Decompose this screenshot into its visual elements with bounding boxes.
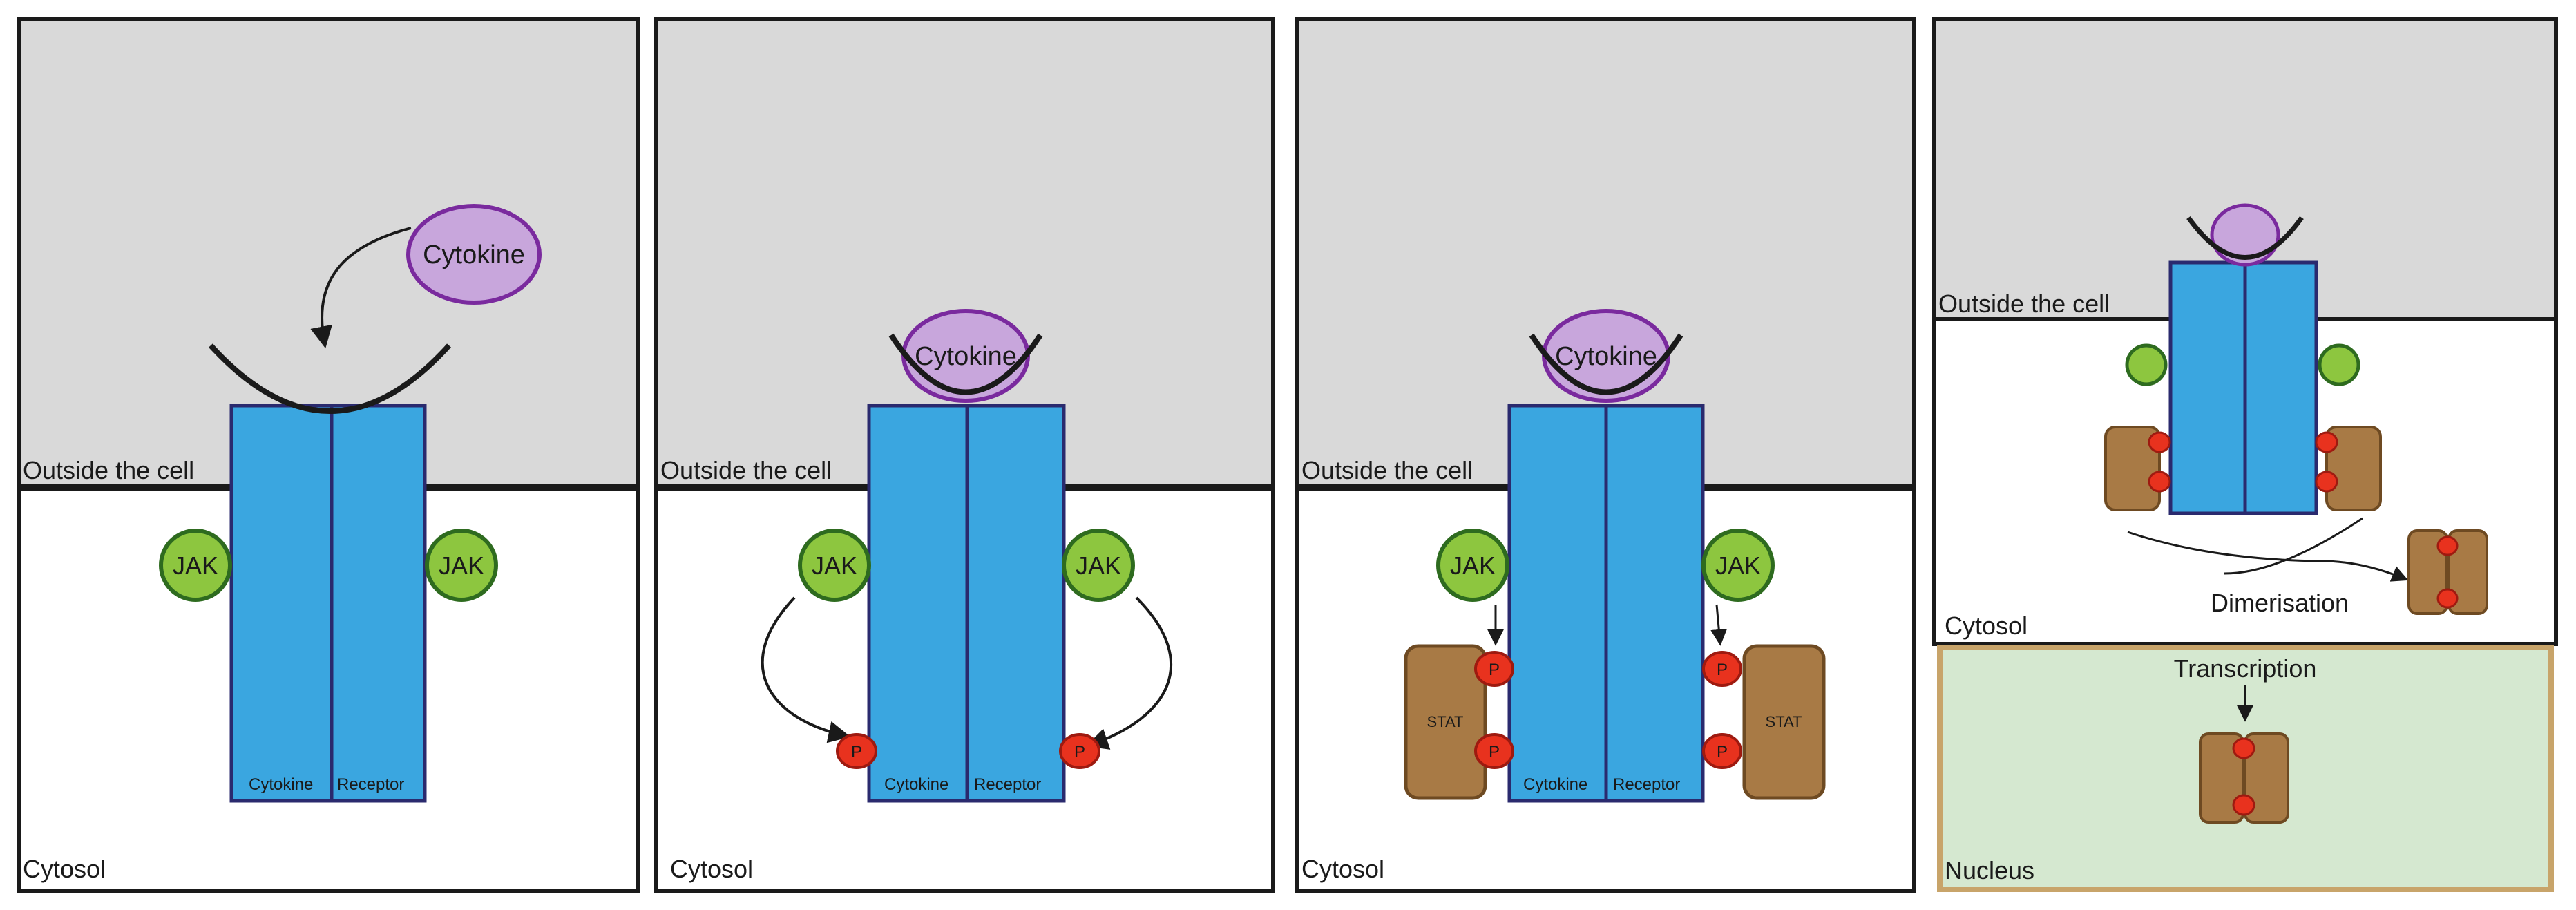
panel-1-outside-label: Outside the cell (23, 456, 194, 484)
panel-4-dimer-nucleus-p1 (2232, 737, 2255, 759)
panel-4-outside-label: Outside the cell (1938, 290, 2110, 318)
panel-3-phospho-left-top-label: P (1489, 661, 1500, 679)
panel-4-dimerisation-label: Dimerisation (2211, 589, 2349, 617)
panel-1-jak-left (159, 529, 232, 602)
panel-2-jak-left (798, 529, 871, 602)
panel-4-dimer-cytosol-left (2407, 529, 2448, 615)
panel-4-phospho-r2 (2315, 471, 2338, 493)
panel-4-cytokine (2210, 203, 2280, 267)
panel-3-stat-left-label: STAT (1427, 713, 1464, 730)
panel-2: Outside the cell Cytosol Cytokine Recept… (654, 17, 1275, 893)
panel-3-phospho-right-bottom (1702, 733, 1742, 769)
panel-2-frame (654, 17, 1275, 893)
panel-2-cytosol-label: Cytosol (670, 855, 753, 883)
panel-4-dimer-cytosol-p2 (2436, 588, 2459, 609)
panel-4-upper-frame (1932, 17, 2558, 646)
panel-1-jak-right (425, 529, 498, 602)
panel-1-binding-arrow (310, 227, 412, 349)
panel-3-receptor-label-right: Receptor (1613, 775, 1680, 794)
panel-2-jak-right (1062, 529, 1135, 602)
panel-4-dimerisation-curve-right (2224, 517, 2363, 575)
panel-3-phospho-left-bottom (1474, 733, 1514, 769)
panel-1-binding-site (209, 343, 451, 414)
panel-2-cytokine-label: Cytokine (915, 342, 1017, 371)
panel-2-phospho-left-label: P (851, 743, 862, 761)
panel-4-phospho-l2 (2148, 471, 2171, 493)
panel-4-stat-right (2325, 426, 2382, 511)
panel-3-receptor-label-left: Cytokine (1523, 775, 1587, 794)
panel-4-stat-left (2104, 426, 2161, 511)
panel-1-receptor-left (229, 404, 334, 803)
panel-2-phospho-right (1059, 733, 1100, 769)
panel-2-receptor-left (867, 404, 969, 803)
panel-2-binding-site (888, 333, 1043, 395)
panel-4-dimer-nucleus-p2 (2232, 794, 2255, 816)
panel-2-outside-label: Outside the cell (660, 456, 832, 484)
panel-3-receptor-right (1604, 404, 1705, 803)
panel-3-binding-site (1529, 333, 1683, 395)
panel-4-dimer-cytosol-p1 (2436, 535, 2459, 556)
panel-1-receptor-label-left: Cytokine (249, 775, 313, 794)
panel-4-phospho-l1 (2148, 431, 2171, 453)
panel-3-jak-right (1701, 529, 1775, 602)
panel-2-jak-left-label: JAK (812, 551, 857, 580)
panel-4-jak-left (2125, 343, 2168, 386)
panel-2-phosphorylation-arrow-left (761, 596, 851, 743)
panel-2-jak-right-label: JAK (1076, 551, 1121, 580)
panel-4-nucleus-label: Nucleus (1945, 856, 2034, 884)
panel-1-frame (17, 17, 640, 893)
panel-3-stat-right (1742, 644, 1826, 800)
panel-4-phospho-r1 (2315, 431, 2338, 453)
panel-2-receptor-label-left: Cytokine (884, 775, 948, 794)
panel-1-cytosol-label: Cytosol (23, 855, 106, 883)
panel-4-dimer-cytosol-right (2448, 529, 2488, 615)
panel-3-frame (1295, 17, 1916, 893)
panel-1-receptor-right (330, 404, 427, 803)
panel-2-receptor-label-right: Receptor (974, 775, 1041, 794)
panel-1-jak-left-label: JAK (173, 551, 218, 580)
panel-1-cytokine-label: Cytokine (423, 240, 525, 269)
panel-1-receptor-label-right: Receptor (337, 775, 404, 794)
panel-2-receptor-right (965, 404, 1066, 803)
panel-4-cytosol-label: Cytosol (1945, 612, 2028, 640)
panel-3-receptor-left (1507, 404, 1608, 803)
panel-1-cytokine (406, 204, 542, 305)
panel-4-dimerisation-curve-left (2127, 531, 2409, 582)
panel-4-receptor-left (2168, 260, 2247, 515)
panel-4-dimer-nucleus-right (2244, 732, 2289, 824)
panel-3: Outside the cell Cytosol Cytokine Recept… (1295, 17, 1916, 893)
panel-3-phospho-left-bottom-label: P (1489, 743, 1500, 761)
panel-2-phospho-left (836, 733, 877, 769)
panel-3-cytosol-label: Cytosol (1301, 855, 1384, 883)
panel-3-phospho-left-top (1474, 651, 1514, 687)
panel-3-cytokine-label: Cytokine (1555, 342, 1657, 371)
panel-2-phosphorylation-arrow-right (1085, 596, 1173, 750)
panel-2-phospho-right-label: P (1074, 743, 1085, 761)
panel-4: Outside the cell Cytosol Nucleus Dimeris… (1932, 17, 2558, 892)
panel-3-stat-left (1404, 644, 1487, 800)
panel-3-jak-left-label: JAK (1450, 551, 1496, 580)
panel-3-stat-right-label: STAT (1766, 713, 1802, 730)
panel-4-transcription-label: Transcription (2174, 654, 2317, 683)
panel-4-receptor-right (2243, 260, 2318, 515)
panel-1-jak-right-label: JAK (439, 551, 484, 580)
panel-4-dimer-nucleus-left (2199, 732, 2244, 824)
panel-3-phospho-right-bottom-label: P (1717, 743, 1728, 761)
panel-3-outside-label: Outside the cell (1301, 456, 1473, 484)
panel-1: Outside the cell Cytosol Cytokine Recept… (17, 17, 640, 893)
panel-3-phospho-right-top (1702, 651, 1742, 687)
panel-3-phospho-right-top-label: P (1717, 661, 1728, 679)
panel-4-jak-right (2318, 343, 2360, 386)
panel-3-jak-right-label: JAK (1715, 551, 1761, 580)
panel-4-binding-site (2186, 216, 2304, 260)
panel-3-arrow-right (1710, 604, 1728, 646)
panel-3-jak-left (1436, 529, 1509, 602)
